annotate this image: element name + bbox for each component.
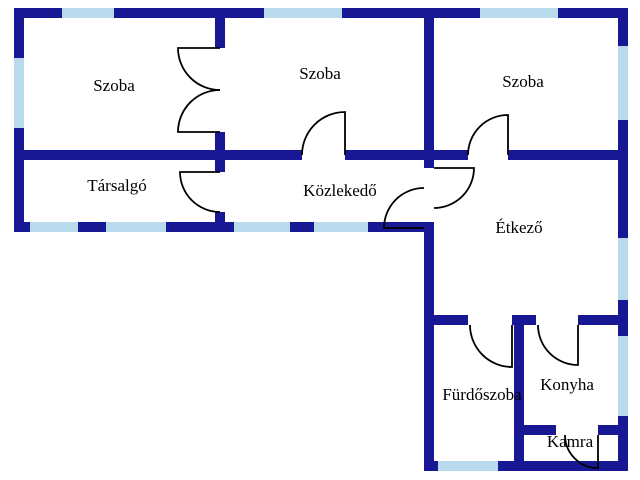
windows — [14, 8, 628, 471]
wall-horizontal-right — [508, 150, 628, 160]
room-label-szoba-2: Szoba — [299, 64, 341, 83]
wall-left-lower-wing — [424, 228, 434, 471]
window-szoba3-right — [618, 46, 628, 120]
door-szoba1-szoba2-leaf-bottom — [177, 89, 221, 133]
wall-vertical-mid-upper — [424, 8, 434, 168]
door-szoba3-etkezo — [467, 114, 509, 156]
window-szoba3-top — [480, 8, 558, 18]
window-kozlekedo-bottom-1 — [234, 222, 290, 232]
room-label-szoba-1: Szoba — [93, 76, 135, 95]
doors — [177, 47, 599, 469]
window-tarsalgo-bottom-1 — [30, 222, 78, 232]
room-label-tarsalgo: Társalgó — [87, 176, 146, 195]
window-konyha-right — [618, 336, 628, 416]
window-etkezo-right — [618, 238, 628, 300]
room-label-kamra: Kamra — [547, 432, 594, 451]
room-label-furdoszoba: Fürdőszoba — [442, 385, 522, 404]
wall-wing-horizontal-1 — [424, 315, 468, 325]
door-tarsalgo-kozlekedo — [179, 171, 221, 213]
window-szoba1-left — [14, 58, 24, 128]
window-tarsalgo-bottom-2 — [106, 222, 166, 232]
room-labels: Szoba Szoba Szoba Társalgó Közlekedő Étk… — [87, 64, 594, 451]
wall-divider-konyha-kamra-right — [598, 425, 628, 435]
door-etkezo-furdoszoba — [469, 324, 513, 368]
window-szoba1-top — [62, 8, 114, 18]
door-szoba1-szoba2-leaf-top — [177, 47, 221, 91]
room-label-kozlekedo: Közlekedő — [303, 181, 377, 200]
room-label-etkezo: Étkező — [495, 218, 542, 237]
wall-bottom-lower-wing — [424, 461, 628, 471]
window-furdoszoba-bottom — [438, 461, 498, 471]
wall-horizontal-left — [14, 150, 302, 160]
window-kozlekedo-bottom-2 — [314, 222, 368, 232]
door-kozlekedo-etkezo-leaf-left — [383, 187, 425, 229]
wall-divider-furdoszoba-konyha — [514, 315, 524, 471]
room-label-konyha: Konyha — [540, 375, 594, 394]
window-szoba2-top — [264, 8, 342, 18]
wall-divider-konyha-kamra-left — [514, 425, 556, 435]
wall-wing-horizontal-3 — [578, 315, 628, 325]
door-kozlekedo-etkezo-leaf-right — [433, 167, 475, 209]
room-label-szoba-3: Szoba — [502, 72, 544, 91]
door-szoba2-kozlekedo — [301, 111, 346, 156]
door-konyha-kamra — [564, 434, 599, 469]
wall-divider-szoba1-szoba2-upper — [215, 8, 225, 48]
door-etkezo-konyha — [537, 324, 579, 366]
wall-divider-tarsalgo-kozlekedo — [215, 212, 225, 232]
wall-horizontal-mid — [345, 150, 468, 160]
